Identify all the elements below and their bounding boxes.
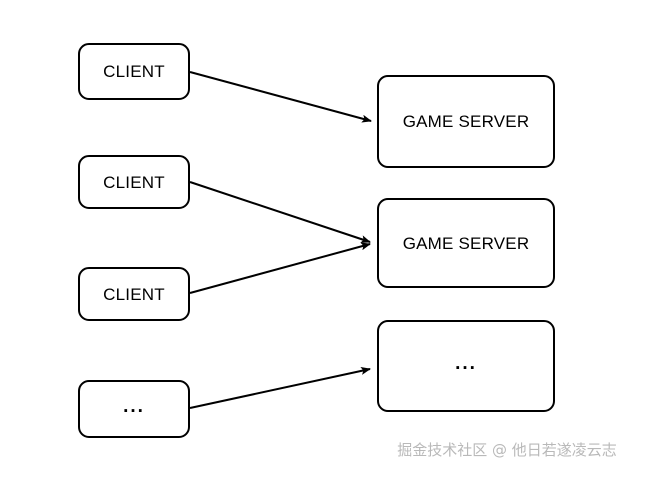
game-server-node-1-label: GAME SERVER	[402, 112, 530, 131]
watermark-text: 掘金技术社区 @ 他日若遂凌云志	[397, 441, 617, 459]
client-node-2-label: CLIENT	[103, 172, 165, 192]
game-server-node-2-label: GAME SERVER	[402, 233, 530, 253]
game-server-node-2[interactable]: GAME SERVER	[377, 198, 555, 288]
game-server-node-more-label: ...	[455, 352, 477, 374]
client-node-more-label: ...	[123, 395, 145, 417]
client-node-2[interactable]: CLIENT	[78, 155, 190, 209]
connector-client1-to-server1	[189, 71, 372, 123]
client-node-3-label: CLIENT	[103, 284, 165, 304]
connector-client3-to-server2	[189, 242, 371, 294]
game-server-node-more[interactable]: ...	[377, 320, 555, 412]
client-node-more[interactable]: ...	[78, 380, 190, 438]
game-server-node-1[interactable]: GAME SERVER	[377, 75, 555, 168]
client-node-1[interactable]: CLIENT	[78, 43, 190, 100]
client-node-1-label: CLIENT	[103, 62, 165, 81]
connector-client2-to-server2	[189, 181, 371, 243]
client-node-3[interactable]: CLIENT	[78, 267, 190, 321]
connector-clientmore-to-servermore	[189, 366, 371, 409]
